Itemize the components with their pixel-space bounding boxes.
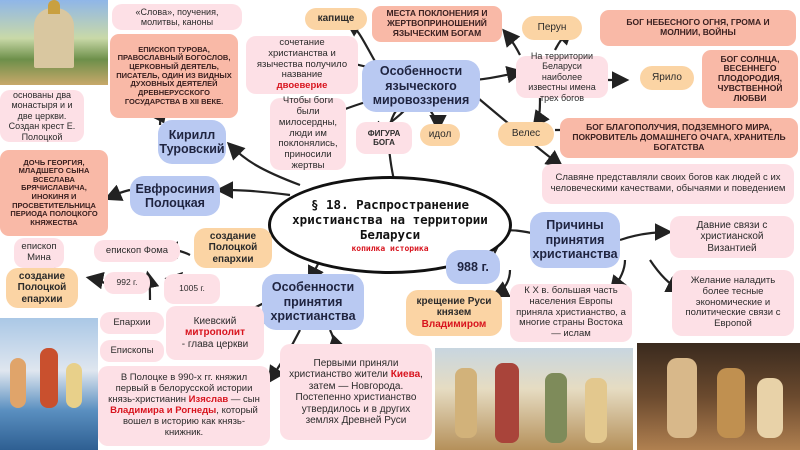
year-1005-node: 1005 г. bbox=[164, 274, 220, 304]
turov-eparchy-node: создание Полоцкой епархии bbox=[6, 268, 78, 308]
baptism-rus-node: крещение Руси князем Владимиром bbox=[406, 290, 502, 336]
reasons-node: Причины принятия христианства bbox=[530, 212, 620, 268]
veles-definition: БОГ БЛАГОПОЛУЧИЯ, ПОДЗЕМНОГО МИРА, ПОКРО… bbox=[560, 118, 798, 158]
efrosinia-founded-node: основаны два монастыря и и две церкви. С… bbox=[0, 90, 84, 142]
episkopy-node: Епископы bbox=[100, 340, 164, 362]
izyaslav-node: В Полоцке в 990-х гг. княжил первый в бе… bbox=[98, 366, 270, 446]
figura-boga-node: ФИГУРА БОГА bbox=[356, 122, 412, 154]
europe-islam-node: К X в. большая часть населения Европы пр… bbox=[510, 284, 632, 342]
pagan-worldview-node: Особенности языческого мировоззрения bbox=[362, 60, 480, 112]
bishop-mina-node: епископ Мина bbox=[14, 238, 64, 268]
first-christians-node: Первыми приняли христианство жители Киев… bbox=[280, 344, 432, 440]
three-gods-node: На территории Беларуси наиболее известны… bbox=[516, 51, 608, 103]
prince-crowd-image bbox=[435, 348, 633, 450]
metropolitan-node: Киевский митрополит - глава церкви bbox=[166, 306, 264, 360]
izyaslav-name: Изяслав bbox=[188, 394, 229, 406]
kirill-works-node: «Слова», поучения, молитвы, каноны bbox=[112, 4, 242, 30]
economic-ties-node: Желание наладить более тесные экономичес… bbox=[672, 270, 794, 336]
church-painting-image bbox=[0, 0, 108, 85]
eparchii-node: Епархии bbox=[100, 312, 164, 334]
kiev-name: Киева bbox=[390, 369, 421, 380]
veles-node: Велес bbox=[498, 122, 554, 146]
baptism-ceremony-image bbox=[637, 343, 800, 450]
kirill-turovsky-node: Кирилл Туровский bbox=[158, 120, 226, 164]
perun-definition: БОГ НЕБЕСНОГО ОГНЯ, ГРОМА И МОЛНИИ, ВОЙН… bbox=[600, 10, 796, 46]
topic-title: § 18. Распространение христианства на те… bbox=[292, 197, 488, 242]
perun-node: Перун bbox=[522, 16, 582, 40]
polotsk-eparchy-node: создание Полоцкой епархии bbox=[194, 228, 272, 268]
kapishche-node: капище bbox=[305, 8, 367, 30]
sacrifice-node: Чтобы боги были милосердны, люди им покл… bbox=[270, 95, 346, 171]
yarilo-node: Ярило bbox=[640, 66, 694, 90]
bishop-toma-node: епископ Фома bbox=[94, 240, 180, 262]
topic-subtitle: копилка историка bbox=[351, 244, 429, 253]
yarilo-definition: БОГ СОЛНЦА, ВЕСЕННЕГО ПЛОДОРОДИЯ, ЧУВСТВ… bbox=[702, 50, 798, 108]
kirill-bio-node: ЕПИСКОП ТУРОВА, ПРАВОСЛАВНЫЙ БОГОСЛОВ, Ц… bbox=[110, 34, 238, 118]
adoption-features-node: Особенности принятия христианства bbox=[262, 274, 364, 330]
parents-name: Владимира и Рогнеды bbox=[110, 405, 217, 416]
efrosinia-node: Евфросиния Полоцкая bbox=[130, 176, 220, 216]
idol-node: идол bbox=[420, 124, 460, 146]
year-992-node: 992 г. bbox=[104, 272, 150, 294]
byzantium-node: Давние связи с христианской Византией bbox=[670, 216, 794, 258]
year-988-node: 988 г. bbox=[446, 250, 500, 284]
kapishche-definition: МЕСТА ПОКЛОНЕНИЯ И ЖЕРТВОПРИНОШЕНИЙ ЯЗЫЧ… bbox=[372, 6, 502, 42]
slavs-gods-node: Славяне представляли своих богов как люд… bbox=[542, 164, 794, 204]
efrosinia-bio-node: ДОЧЬ ГЕОРГИЯ, МЛАДШЕГО СЫНА ВСЕСЛАВА БРЯ… bbox=[0, 150, 108, 236]
baptism-river-image bbox=[0, 318, 98, 450]
dvoevery-node: сочетание христианства и язычества получ… bbox=[246, 36, 358, 94]
